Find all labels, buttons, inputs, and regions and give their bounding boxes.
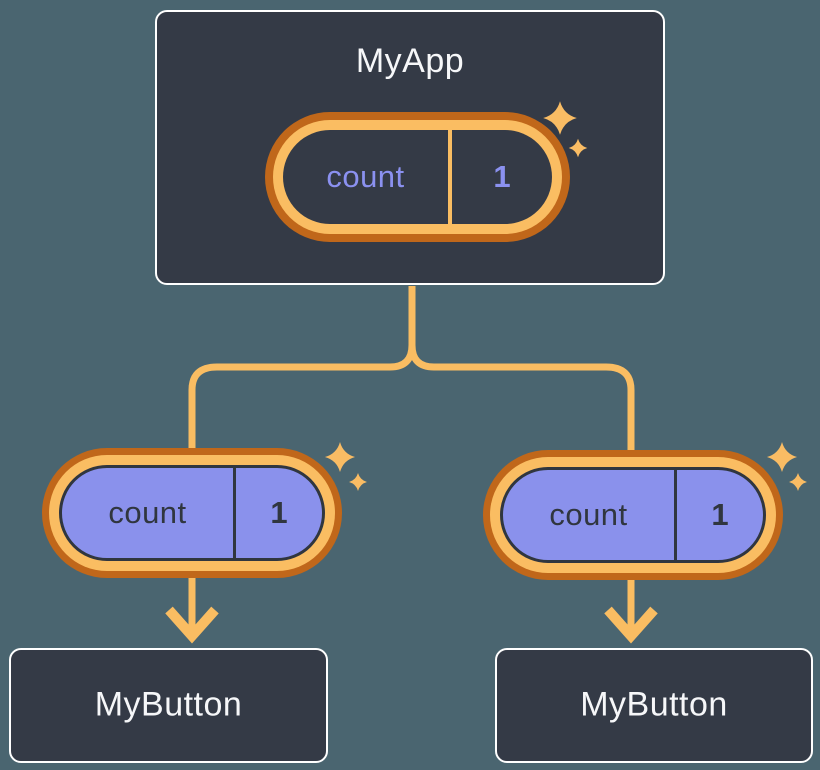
pill-divider <box>674 470 677 560</box>
pill-ring: count 1 <box>49 455 335 571</box>
sparkle-icon <box>349 473 367 491</box>
sparkle-icon <box>766 441 798 473</box>
node-title: MyApp <box>355 42 465 80</box>
arrow-down-icon <box>604 606 658 644</box>
node-title: MyButton <box>94 685 243 724</box>
sparkle-icon <box>789 473 807 491</box>
sparkle-icon <box>324 441 356 473</box>
pill-core: count 1 <box>283 130 552 224</box>
state-pill-left: count 1 <box>42 448 342 578</box>
state-value: 1 <box>493 159 511 194</box>
pill-core: count 1 <box>59 465 325 561</box>
node-title: MyButton <box>580 685 728 724</box>
state-label: count <box>326 159 405 194</box>
state-label: count <box>108 495 187 530</box>
pill-ring: count 1 <box>490 457 776 573</box>
state-value: 1 <box>270 495 288 530</box>
pill-core: count 1 <box>500 467 766 563</box>
pill-divider <box>448 130 452 224</box>
state-value: 1 <box>711 497 729 532</box>
state-label: count <box>549 497 628 532</box>
node-mybutton-right: MyButton <box>495 648 813 763</box>
node-mybutton-left: MyButton <box>9 648 328 763</box>
state-pill-root: count 1 <box>265 112 570 242</box>
pill-ring: count 1 <box>273 120 562 234</box>
state-pill-right: count 1 <box>483 450 783 580</box>
arrow-down-icon <box>165 606 219 644</box>
